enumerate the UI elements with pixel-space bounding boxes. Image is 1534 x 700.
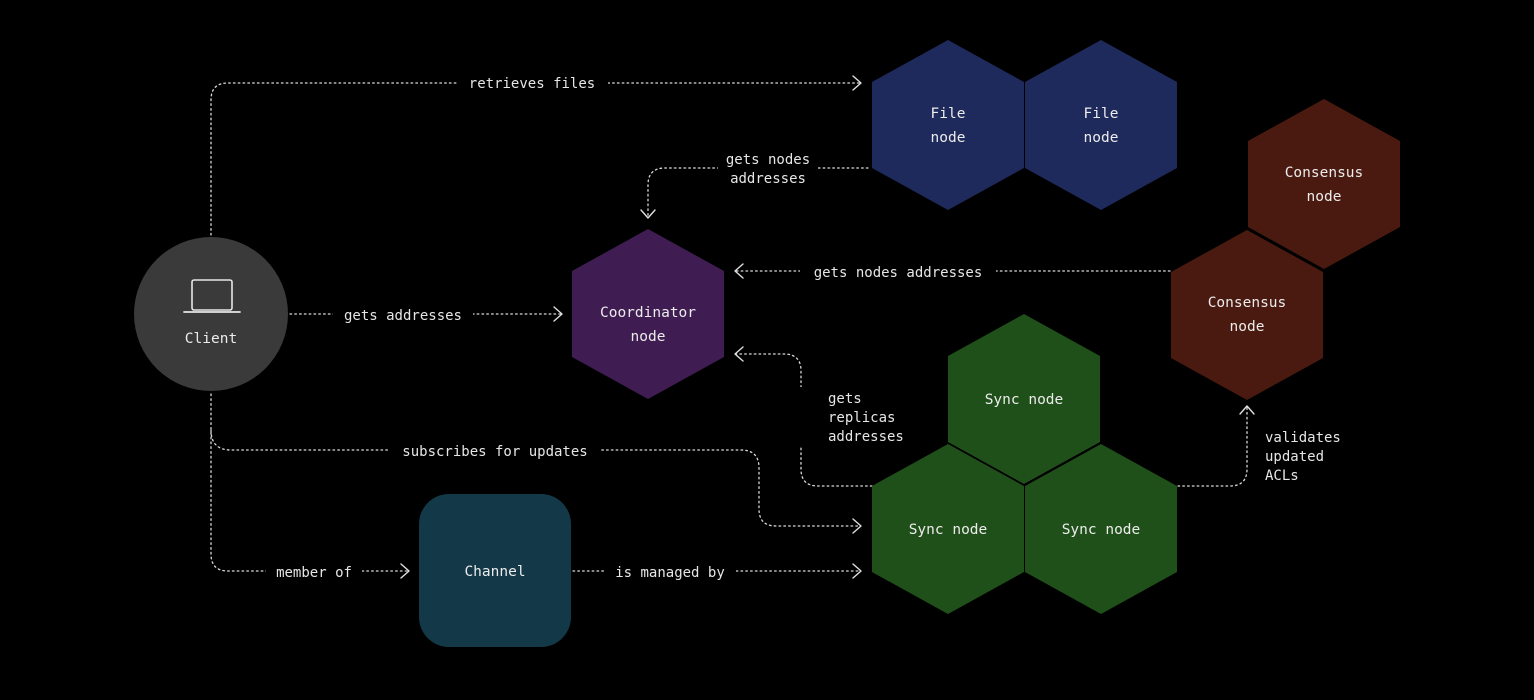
edge-gets-replicas-addresses: gets replicas addresses: [734, 346, 904, 487]
file-node-1-line2: node: [931, 130, 966, 146]
edge-is-managed-by: is managed by: [572, 561, 862, 583]
edge-gets-addresses: gets addresses: [289, 304, 563, 326]
edge-label-validates: validates: [1265, 430, 1341, 446]
channel-node[interactable]: Channel: [419, 494, 571, 647]
edge-gets-nodes-addresses-file: gets nodes addresses: [640, 149, 869, 219]
edge-gets-nodes-addresses-consensus: gets nodes addresses: [734, 261, 1171, 283]
consensus-2-line1: Consensus: [1208, 295, 1287, 311]
channel-label: Channel: [464, 564, 525, 580]
edge-subscribes-for-updates: subscribes for updates: [210, 429, 862, 534]
consensus-node-1[interactable]: Consensus node: [1248, 99, 1400, 269]
edge-label-gets: gets: [828, 391, 862, 407]
edge-label-acls: ACLs: [1265, 468, 1299, 484]
coordinator-node[interactable]: Coordinator node: [572, 229, 724, 399]
file-node-1[interactable]: File node: [872, 40, 1024, 210]
edge-label-updated: updated: [1265, 449, 1324, 465]
client-label: Client: [185, 331, 237, 347]
sync-top-label: Sync node: [985, 392, 1064, 408]
file-node-1-line1: File: [931, 106, 966, 122]
sync-node-right[interactable]: Sync node: [1025, 444, 1177, 614]
consensus-node-2[interactable]: Consensus node: [1171, 230, 1323, 400]
client-circle: [134, 237, 288, 391]
edge-label-gets-nodes-addresses: gets nodes addresses: [814, 265, 983, 281]
consensus-2-line2: node: [1230, 319, 1265, 335]
edge-label-gets-nodes: gets nodes: [726, 152, 810, 168]
edge-label-addresses: addresses: [730, 171, 806, 187]
coordinator-line2: node: [631, 329, 666, 345]
edge-retrieves-files: retrieves files: [210, 72, 862, 236]
sync-node-top[interactable]: Sync node: [948, 314, 1100, 484]
consensus-1-line1: Consensus: [1285, 165, 1364, 181]
file-node-2[interactable]: File node: [1025, 40, 1177, 210]
file-node-2-line1: File: [1084, 106, 1119, 122]
edge-validates-updated-acls: validates updated ACLs: [1177, 405, 1341, 487]
coordinator-line1: Coordinator: [600, 305, 696, 321]
sync-right-label: Sync node: [1062, 522, 1141, 538]
edge-label-subscribes-for-updates: subscribes for updates: [402, 444, 587, 460]
edge-label-replicas: replicas: [828, 410, 895, 426]
laptop-icon: [183, 279, 241, 313]
edge-label-addresses-2: addresses: [828, 429, 904, 445]
consensus-1-line2: node: [1307, 189, 1342, 205]
edge-label-retrieves-files: retrieves files: [469, 76, 595, 92]
file-node-2-line2: node: [1084, 130, 1119, 146]
edge-client-down: member of: [210, 393, 410, 583]
edge-label-member-of: member of: [276, 565, 352, 581]
edge-label-is-managed-by: is managed by: [615, 565, 725, 581]
sync-left-label: Sync node: [909, 522, 988, 538]
client-node[interactable]: Client: [134, 237, 288, 391]
edge-label-gets-addresses: gets addresses: [344, 308, 462, 324]
sync-node-left[interactable]: Sync node: [872, 444, 1024, 614]
